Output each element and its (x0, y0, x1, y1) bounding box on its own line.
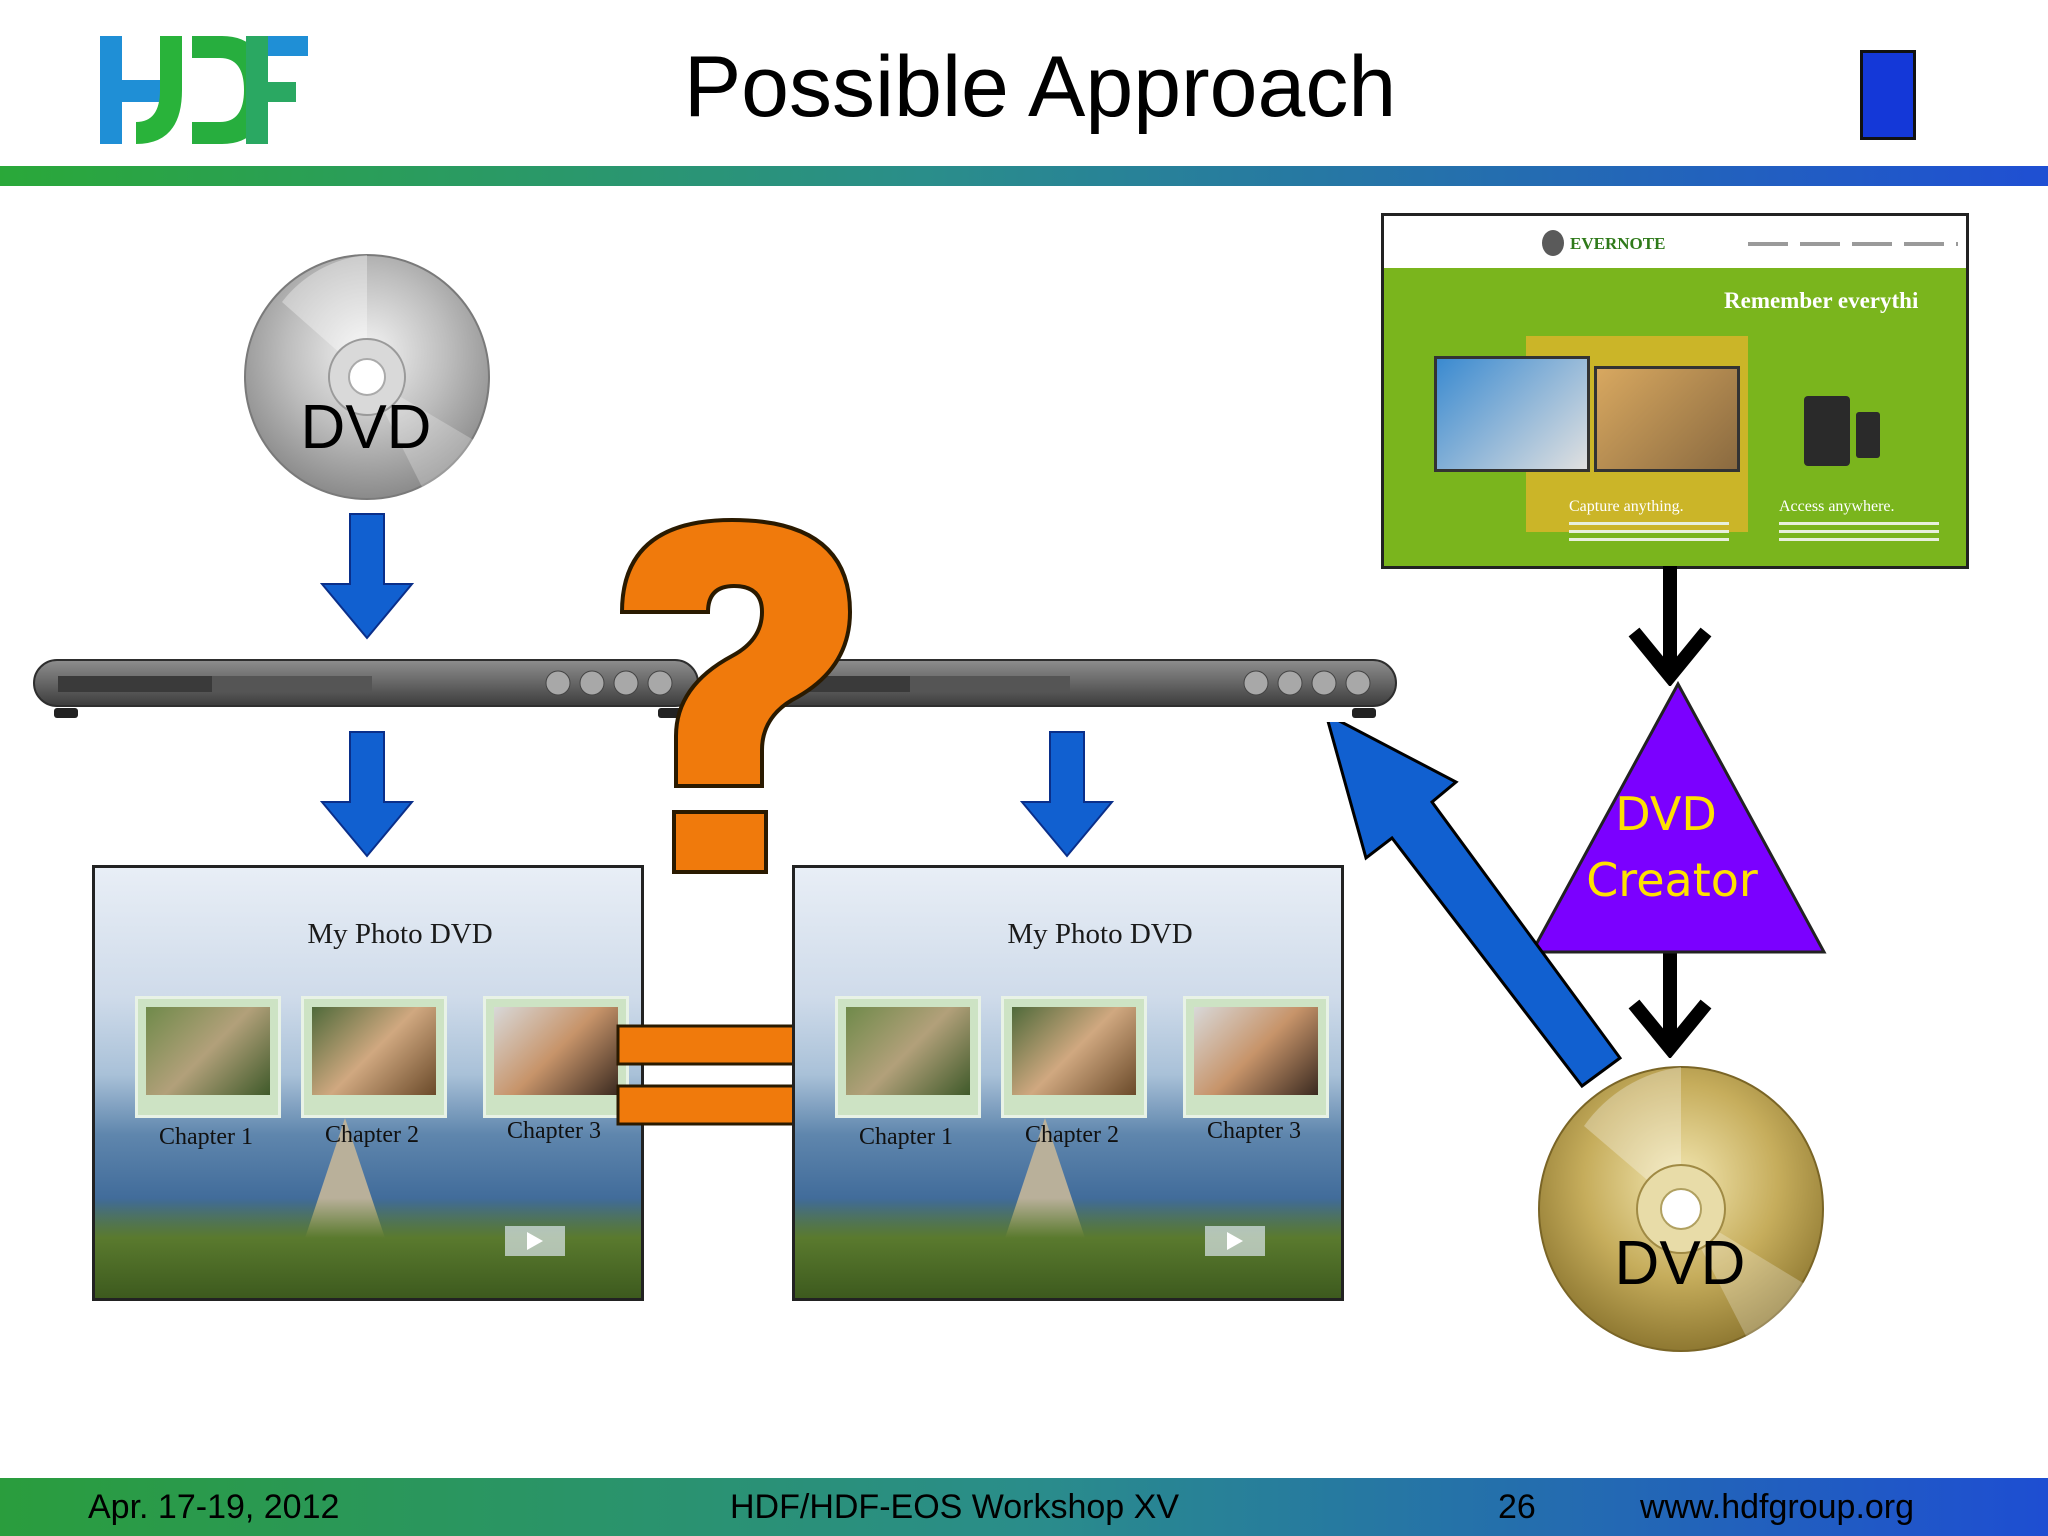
elephant-icon (1542, 230, 1564, 256)
gold-dvd-label: DVD (1614, 1229, 1746, 1298)
dvd-creator-label-line2: Creator (1586, 853, 1758, 907)
chapter-thumb (483, 996, 629, 1118)
chapter-thumb (835, 996, 981, 1118)
play-icon (1205, 1226, 1265, 1256)
play-icon (505, 1226, 565, 1256)
body-text (1569, 522, 1729, 542)
chapter-thumb (1183, 996, 1329, 1118)
menu-title: My Photo DVD (1007, 918, 1193, 950)
chapter-label: Chapter 2 (325, 1122, 419, 1148)
footer-page-number: 26 (1498, 1488, 1536, 1526)
chapter-label: Chapter 2 (1025, 1122, 1119, 1148)
chapter-thumb (301, 996, 447, 1118)
evernote-brand: EVERNOTE (1570, 234, 1666, 253)
slide-title: Possible Approach (683, 39, 1397, 135)
nav-links (1748, 242, 1958, 246)
down-arrow-icon (1628, 566, 1712, 686)
chapter-label: Chapter 1 (859, 1124, 953, 1150)
capture-title: Capture anything. (1569, 498, 1684, 515)
device-image (1804, 396, 1850, 466)
menu-title: My Photo DVD (307, 918, 493, 950)
chapter-label: Chapter 3 (1207, 1118, 1301, 1144)
question-mark-symbol (612, 500, 872, 880)
chapter-thumb (135, 996, 281, 1118)
chapter-thumb (1001, 996, 1147, 1118)
body-text (1779, 522, 1939, 542)
down-arrow-icon (1628, 938, 1712, 1058)
gold-dvd-disc (1536, 1064, 1826, 1354)
down-arrow-icon (320, 513, 414, 640)
header-divider (0, 166, 2048, 186)
access-title: Access anywhere. (1779, 498, 1895, 515)
dvd-player-left (32, 658, 702, 722)
footer-url: www.hdfgroup.org (1640, 1488, 1915, 1526)
down-arrow-icon (320, 731, 414, 858)
hdf-logo (96, 30, 310, 150)
footer-event: HDF/HDF-EOS Workshop XV (730, 1488, 1180, 1526)
laptop-image (1434, 356, 1590, 472)
device-image (1856, 412, 1880, 458)
chapter-label: Chapter 1 (159, 1124, 253, 1150)
footer-bar: Apr. 17-19, 2012 HDF/HDF-EOS Workshop XV… (0, 1478, 2048, 1536)
silver-dvd-disc (242, 252, 492, 502)
footer-date: Apr. 17-19, 2012 (88, 1488, 340, 1526)
down-arrow-icon (1020, 731, 1114, 858)
diagonal-arrow-icon (1326, 722, 1623, 1089)
dvd-creator-triangle (1528, 680, 1828, 956)
dvd-menu-left: My Photo DVD Chapter 1 Chapter 2 Chapter… (92, 865, 644, 1301)
dvd-creator-label-line1: DVD (1615, 787, 1717, 841)
laptop-image (1594, 366, 1740, 472)
blue-square-icon (1860, 50, 1916, 140)
evernote-tagline: Remember everythi (1724, 288, 1919, 313)
silver-dvd-label: DVD (300, 393, 432, 462)
dvd-menu-right: My Photo DVD Chapter 1 Chapter 2 Chapter… (792, 865, 1344, 1301)
chapter-label: Chapter 3 (507, 1118, 601, 1144)
evernote-screenshot: EVERNOTE Remember everythi Capture anyth… (1381, 213, 1969, 569)
